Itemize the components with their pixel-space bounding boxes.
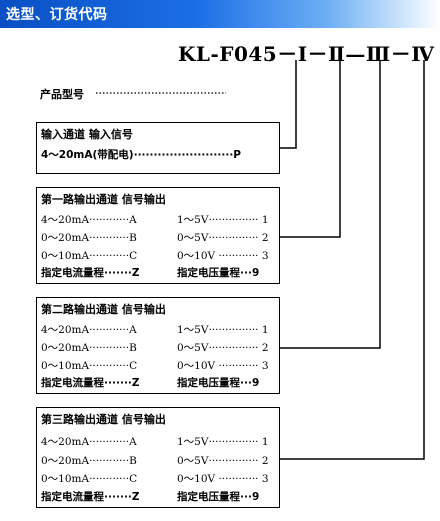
output-box-3: 第三路输出通道 信号输出 4～20mA············A 1～5V···… — [36, 407, 280, 508]
connector-line-2 — [280, 60, 341, 238]
option-voltage: 0～5V··············· 2 — [177, 455, 269, 467]
model-code: KL-F045－Ⅰ－Ⅱ—Ⅲ－Ⅳ — [178, 42, 435, 66]
option-voltage: 1～5V··············· 1 — [177, 436, 269, 448]
connector-line-3 — [280, 60, 381, 349]
output-box-2: 第二路输出通道 信号输出 4～20mA············A 1～5V···… — [36, 297, 280, 394]
option-voltage-custom: 指定电压量程···9 — [177, 267, 260, 279]
option-current-custom: 指定电流量程·······Z — [41, 267, 140, 279]
option-voltage: 0～10V ············ 3 — [177, 360, 269, 372]
option-voltage-custom: 指定电压量程···9 — [177, 377, 260, 389]
input-option-row: 4～20mA(带配电)·························P — [41, 149, 241, 161]
option-voltage: 0～5V··············· 2 — [177, 232, 269, 244]
input-box-title: 输入通道 输入信号 — [41, 128, 133, 141]
option-current: 0～20mA············B — [41, 455, 137, 467]
option-voltage: 0～10V ············ 3 — [177, 250, 269, 262]
input-box: 输入通道 输入信号 4～20mA(带配电)···················… — [36, 122, 280, 174]
output-box-title: 第三路输出通道 信号输出 — [41, 413, 166, 426]
model-label: 产品型号 — [40, 88, 84, 101]
option-current: 0～10mA············C — [41, 360, 138, 372]
output-box-title: 第二路输出通道 信号输出 — [41, 303, 166, 316]
connector-line-1 — [280, 60, 297, 149]
section-header: 选型、订货代码 — [0, 0, 440, 28]
option-current: 0～20mA············B — [41, 342, 137, 354]
section-title: 选型、订货代码 — [6, 7, 108, 23]
option-voltage: 1～5V··············· 1 — [177, 214, 269, 226]
option-current-custom: 指定电流量程·······Z — [41, 491, 140, 503]
option-current: 4～20mA············A — [41, 436, 137, 448]
option-current-custom: 指定电流量程·······Z — [41, 377, 140, 389]
option-current: 4～20mA············A — [41, 214, 137, 226]
connector-line-4 — [280, 60, 425, 460]
option-current: 0～20mA············B — [41, 232, 137, 244]
option-voltage: 1～5V··············· 1 — [177, 324, 269, 336]
option-voltage: 0～5V··············· 2 — [177, 342, 269, 354]
option-current: 4～20mA············A — [41, 324, 137, 336]
option-current: 0～10mA············C — [41, 473, 138, 485]
option-voltage-custom: 指定电压量程···9 — [177, 491, 260, 503]
option-current: 0～10mA············C — [41, 250, 138, 262]
output-box-1: 第一路输出通道 信号输出 4～20mA············A 1～5V···… — [36, 187, 280, 284]
option-voltage: 0～10V ············ 3 — [177, 473, 269, 485]
output-box-title: 第一路输出通道 信号输出 — [41, 193, 166, 206]
